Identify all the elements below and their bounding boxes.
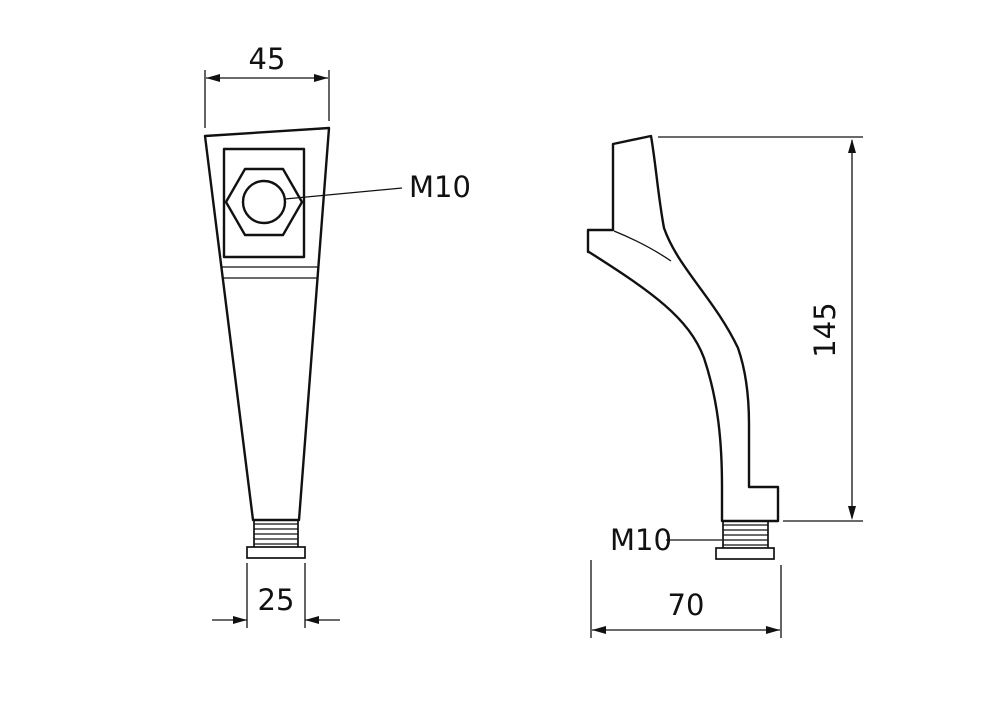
side-view	[586, 134, 780, 560]
height-dimension-label: 145	[808, 302, 842, 357]
depth-dimension-label: 70	[668, 588, 705, 622]
front-width-dimension-label: 45	[249, 42, 286, 76]
arrowhead	[848, 506, 856, 520]
leader-line	[284, 187, 403, 200]
dimension-height: 145	[658, 136, 863, 522]
front-view	[203, 126, 331, 559]
front-body-outline	[203, 126, 331, 522]
side-body-outline	[586, 134, 780, 523]
nut-thread-label: M10	[409, 170, 471, 204]
side-stud-thread-callout: M10	[610, 523, 722, 557]
hex-nut	[224, 167, 304, 237]
side-threaded-stud	[715, 521, 775, 560]
arrowhead	[592, 626, 606, 634]
dimension-stud-width: 25	[212, 563, 340, 628]
side-stud-thread-label: M10	[610, 523, 672, 557]
arrowhead	[305, 616, 319, 624]
dimension-depth: 70	[590, 560, 782, 638]
stud-flange	[246, 546, 306, 559]
fillet-edge-line	[613, 230, 672, 262]
arrowhead	[206, 74, 220, 82]
nut-thread-callout: M10	[284, 170, 471, 204]
nut-bore	[241, 179, 287, 225]
stud-width-dimension-label: 25	[258, 583, 295, 617]
front-threaded-stud	[246, 520, 306, 559]
stud-flange	[715, 547, 775, 560]
arrowhead	[766, 626, 780, 634]
nut-boss-plate	[222, 147, 306, 259]
arrowhead	[848, 139, 856, 153]
arrowhead	[314, 74, 328, 82]
arrowhead	[233, 616, 247, 624]
dimension-front-width: 45	[204, 42, 330, 128]
